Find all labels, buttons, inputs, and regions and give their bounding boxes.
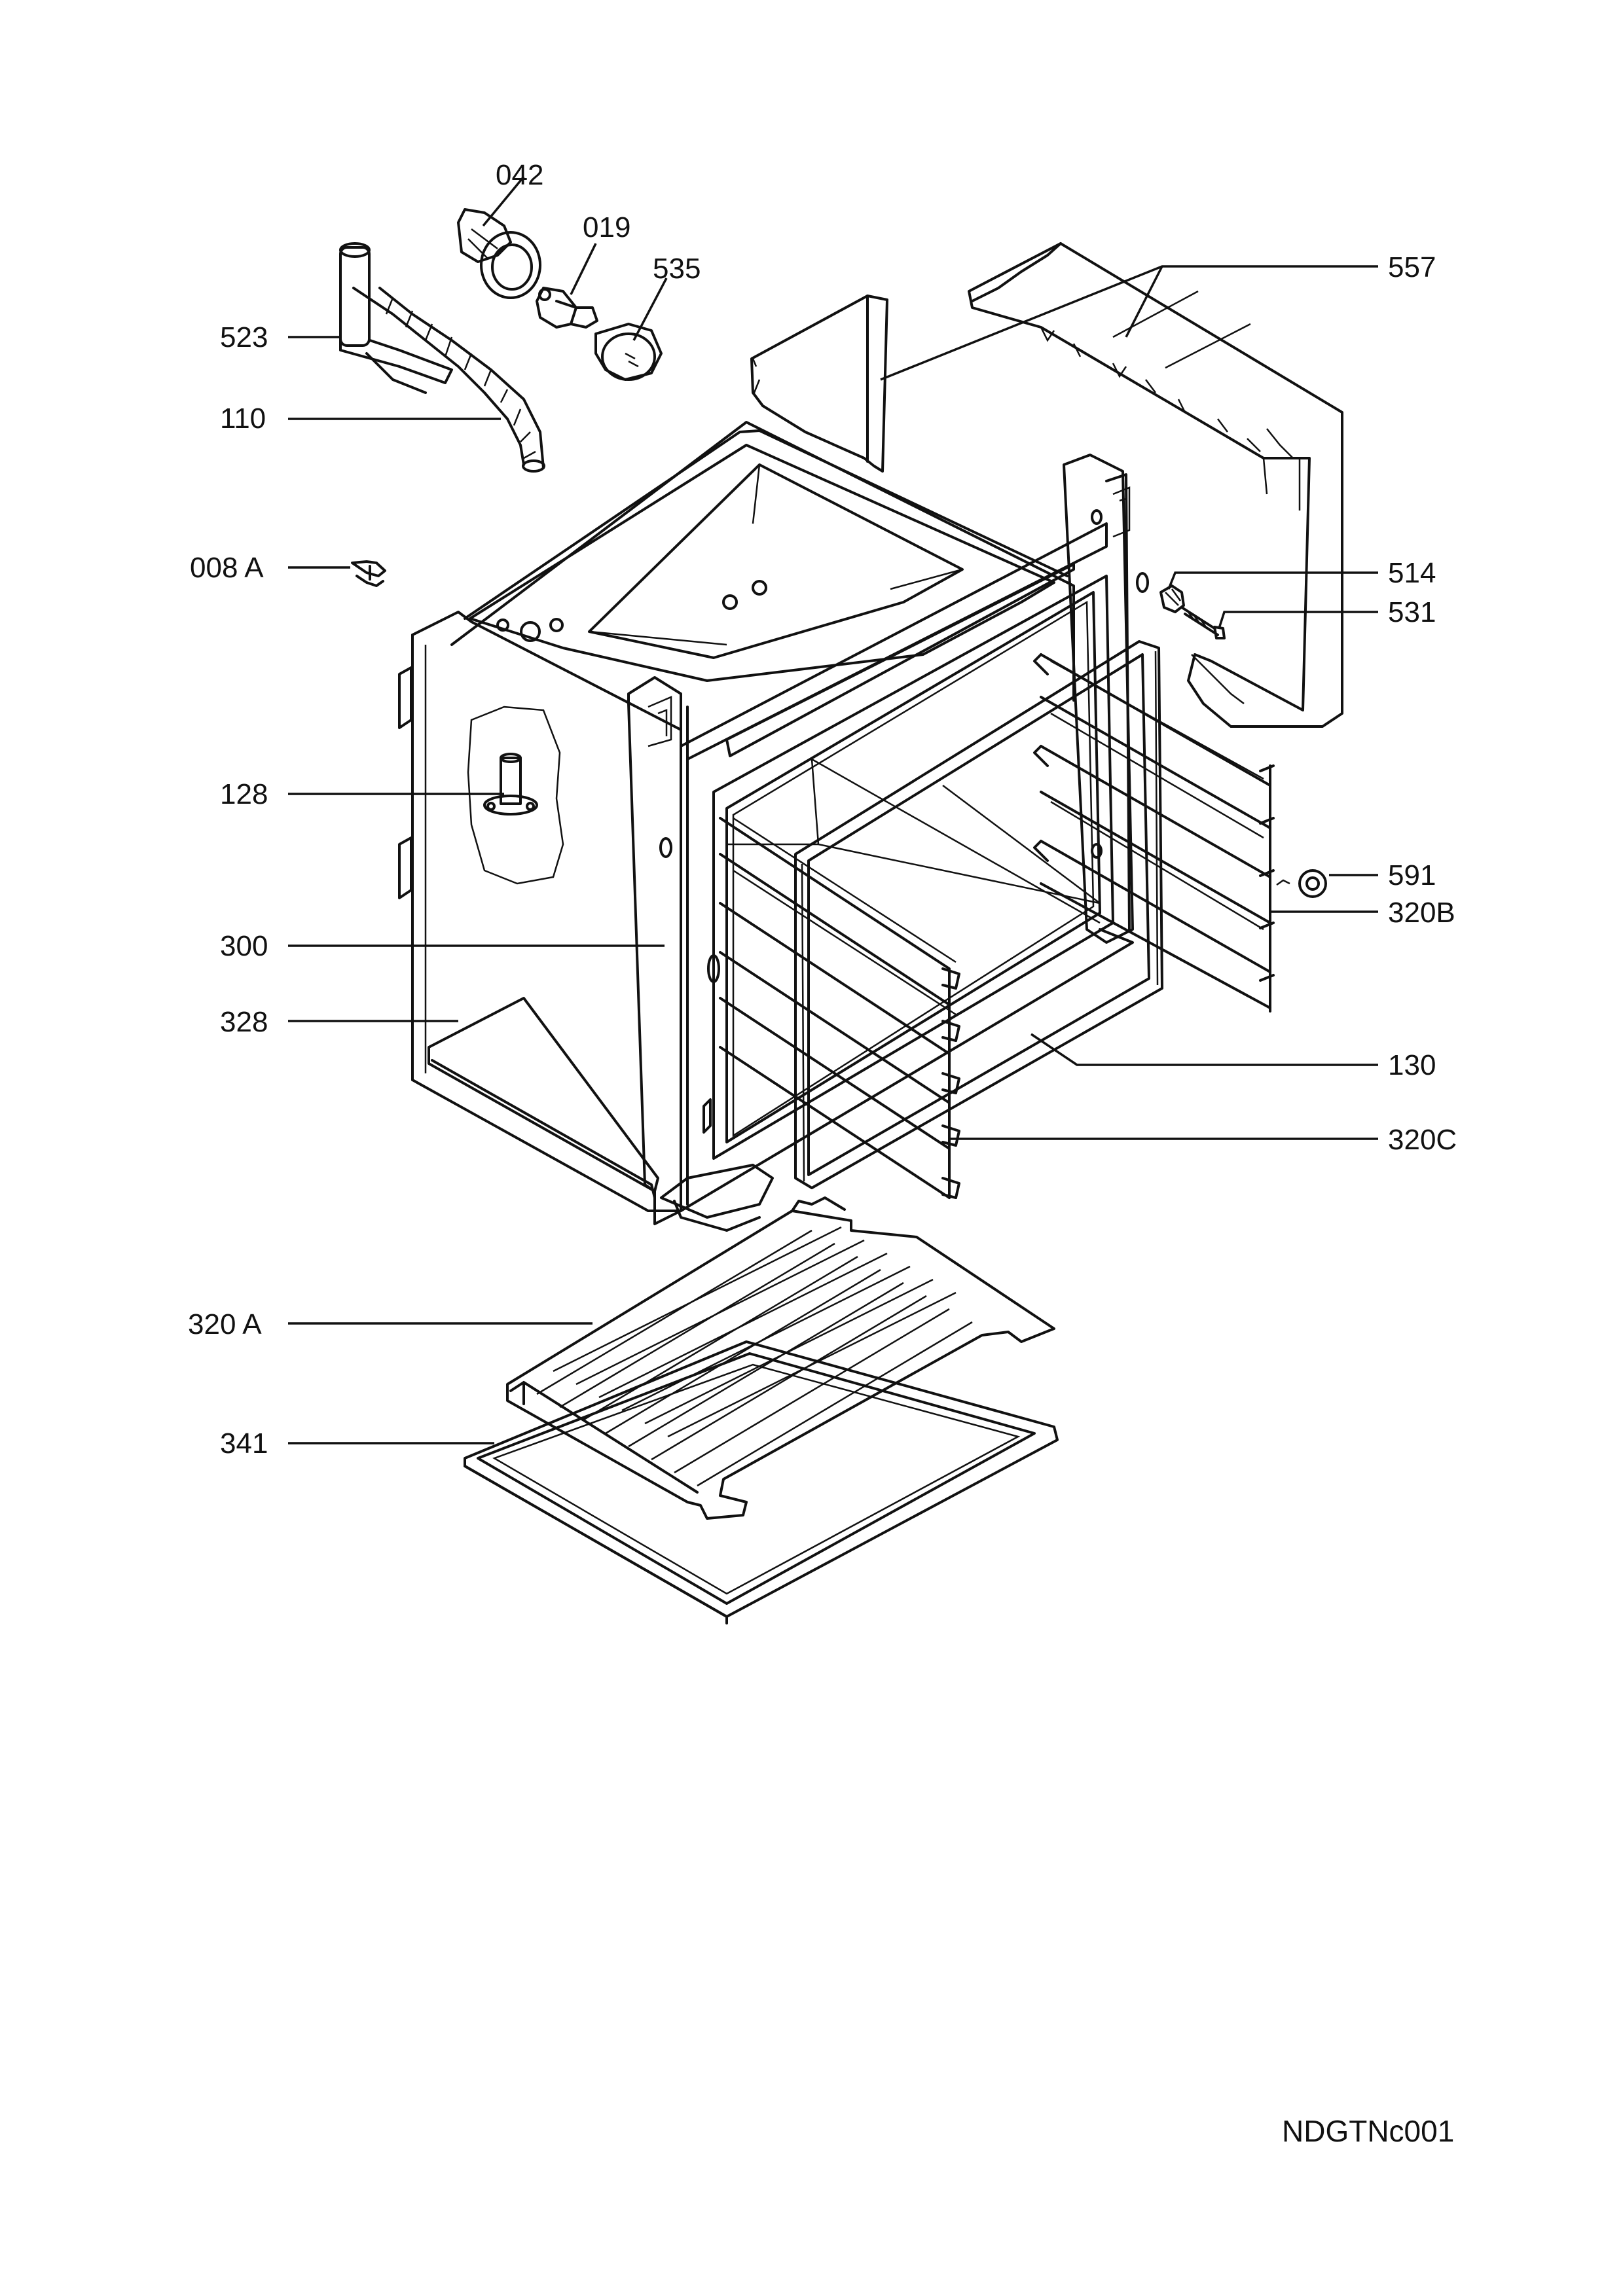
leader-lines [288, 175, 1378, 1444]
callout-320c: 320C [1388, 1124, 1457, 1156]
insulation-part-557 [750, 242, 1343, 728]
callout-531: 531 [1388, 596, 1436, 628]
callout-042: 042 [496, 159, 543, 191]
bottom-plate-part-328 [428, 997, 774, 1232]
callout-128: 128 [220, 778, 268, 810]
callout-523: 523 [220, 321, 268, 353]
clip-part-008a [351, 560, 386, 587]
callout-557: 557 [1388, 251, 1436, 283]
callout-591: 591 [1388, 859, 1436, 891]
screw-part-514 [1159, 584, 1185, 613]
callout-535: 535 [653, 253, 701, 285]
wire-shelf-part-320a [506, 1196, 1055, 1520]
callout-514: 514 [1388, 557, 1436, 589]
callout-110: 110 [220, 403, 266, 435]
callout-300: 300 [220, 930, 268, 962]
diagram-reference-code: NDGTNc001 [1282, 2114, 1454, 2148]
lamp-glass-part-535 [594, 323, 663, 381]
callout-341: 341 [220, 1427, 268, 1460]
hose-holder-part-523 [339, 326, 453, 394]
shelf-support-part-320c [719, 817, 960, 1199]
door-seal-part-130 [794, 640, 1163, 1189]
callout-130: 130 [1388, 1049, 1436, 1081]
callout-320b: 320B [1388, 897, 1455, 929]
bulb-part-019 [536, 287, 598, 329]
screw-part-531 [1180, 606, 1226, 639]
hose-part-110 [339, 242, 545, 473]
callout-328: 328 [220, 1006, 268, 1038]
nut-part-591 [1276, 869, 1327, 898]
callout-320a: 320 A [188, 1308, 262, 1340]
callout-019: 019 [583, 211, 630, 243]
oven-cavity-part-300 [398, 421, 1149, 1225]
lamp-socket-part-042 [457, 208, 541, 299]
baking-tray-part-341 [464, 1340, 1059, 1624]
callout-008a: 008 A [190, 552, 264, 584]
shelf-support-part-320b [1033, 653, 1275, 1013]
